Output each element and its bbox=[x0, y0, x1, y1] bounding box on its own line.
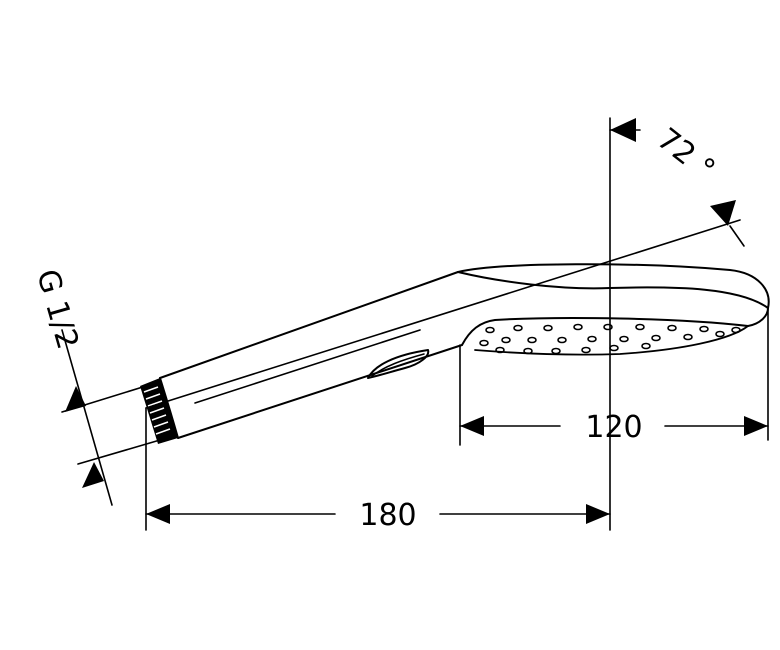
thread-connector bbox=[140, 378, 178, 444]
dimension-thread: G 1/2 bbox=[29, 266, 161, 506]
dimension-120-label: 120 bbox=[585, 410, 642, 445]
axis-lines bbox=[145, 117, 769, 531]
hand-shower-outline bbox=[159, 263, 770, 439]
dimension-180-label: 180 bbox=[359, 498, 416, 533]
dimension-180: 180 bbox=[145, 498, 611, 533]
dimension-angle: 72 ° bbox=[609, 118, 745, 247]
dimension-120: 120 bbox=[459, 410, 769, 445]
thread-size-label: G 1/2 bbox=[29, 266, 85, 354]
spray-nozzles bbox=[479, 323, 741, 355]
angle-label: 72 ° bbox=[650, 121, 721, 187]
